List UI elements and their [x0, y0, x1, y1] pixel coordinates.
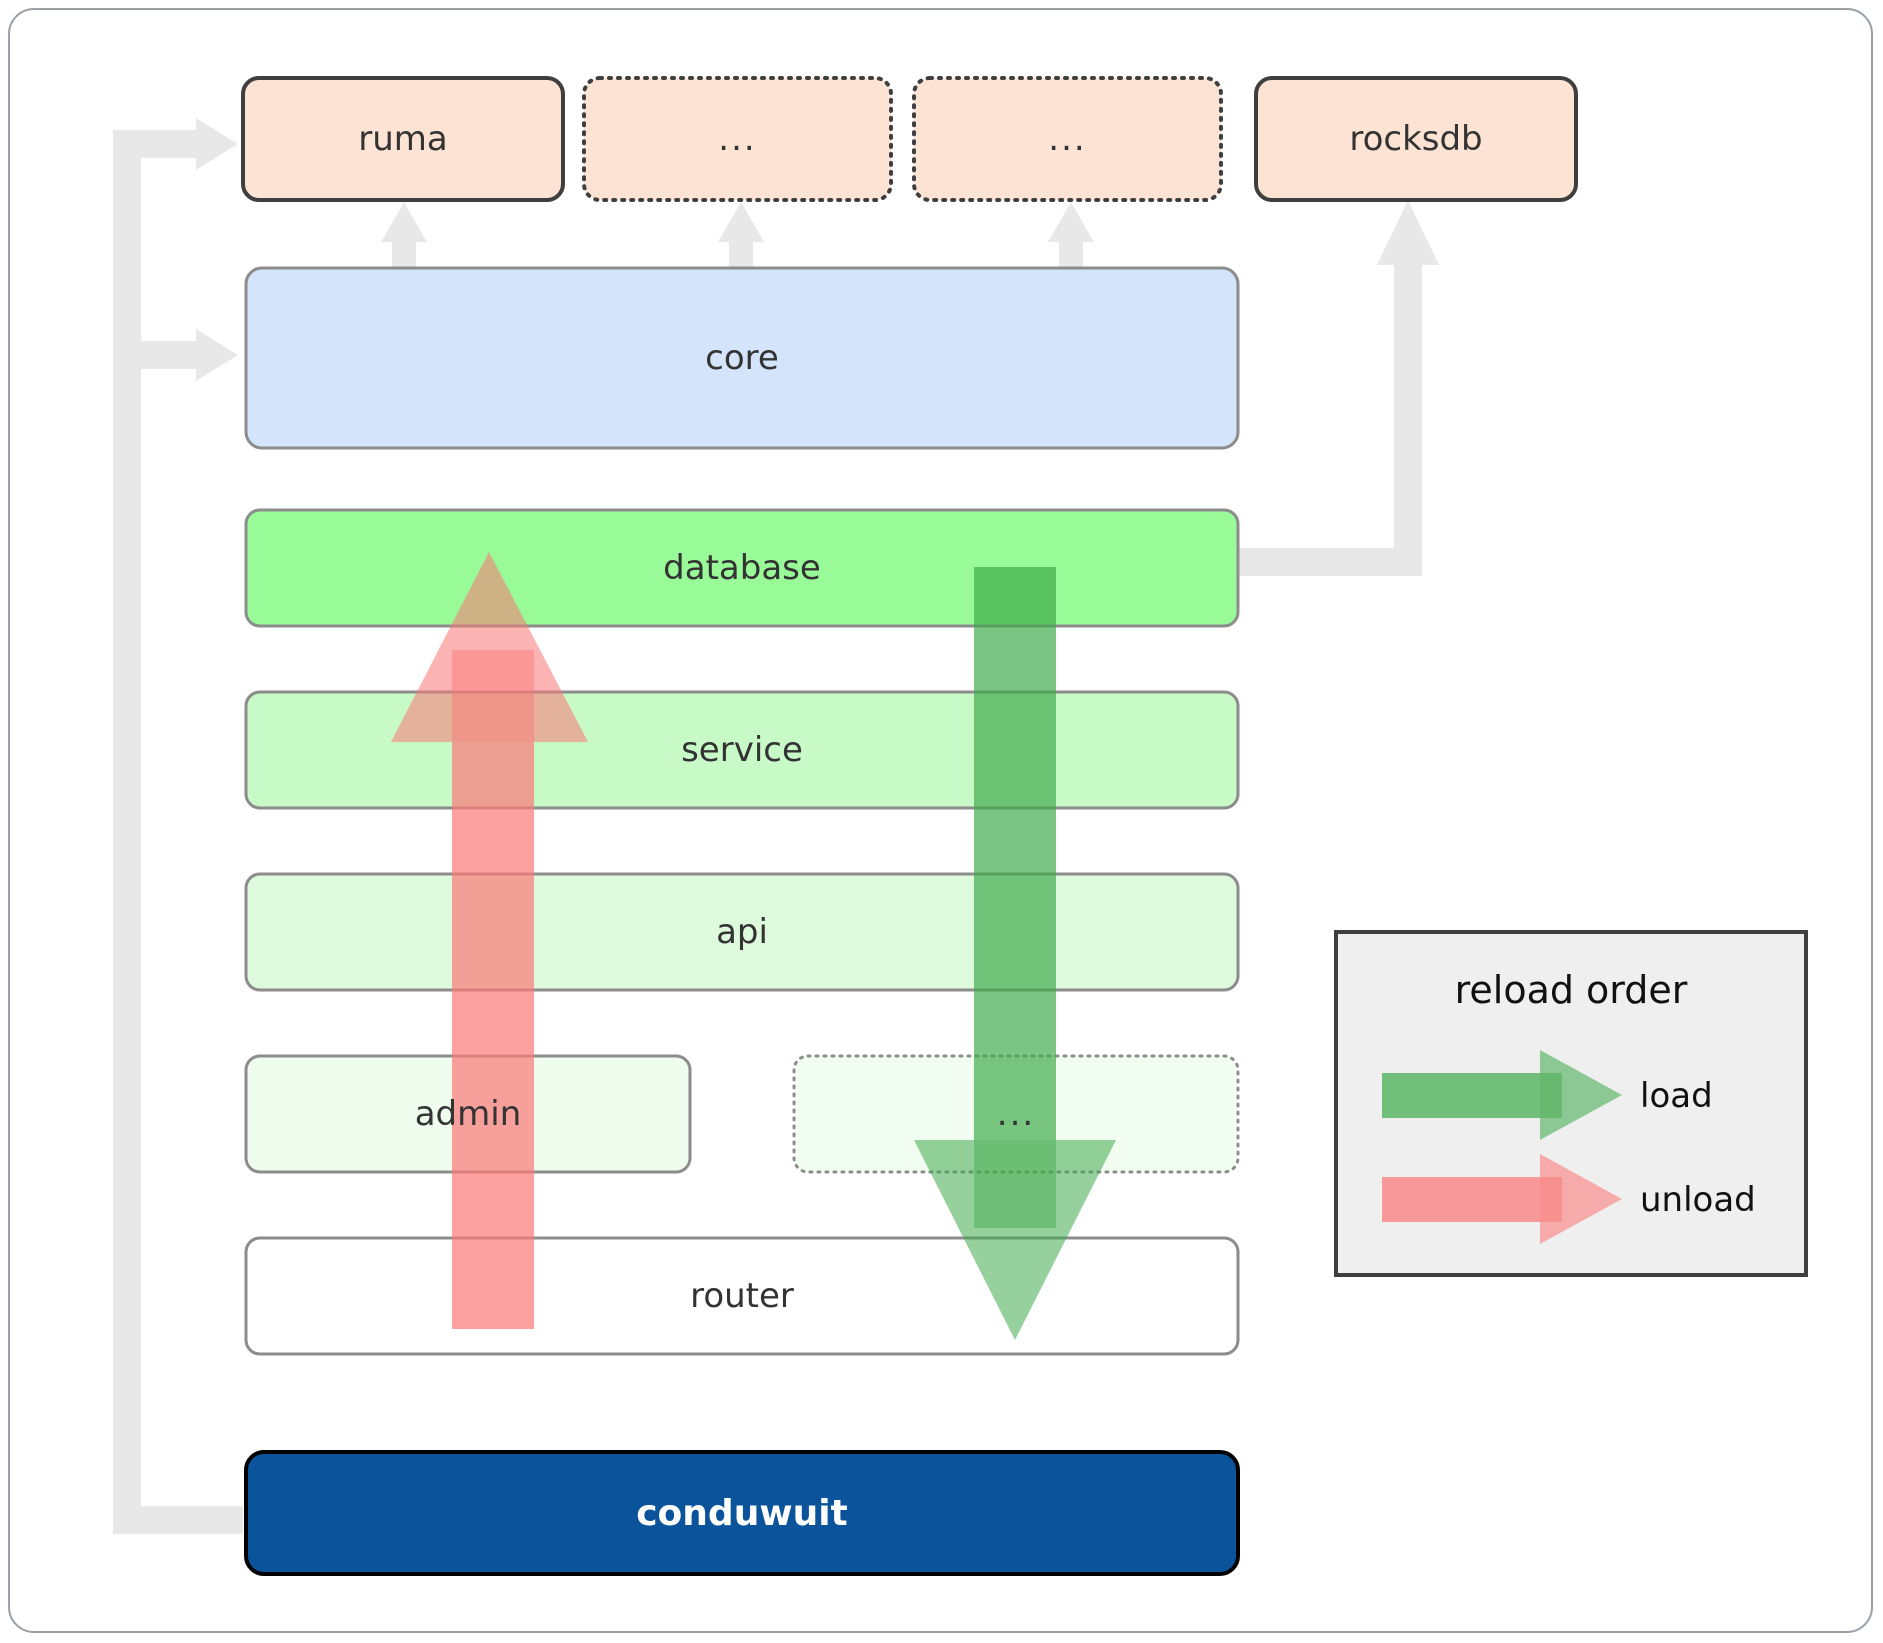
connector-conduwuit-stub — [113, 1506, 243, 1534]
node-ruma[interactable] — [241, 76, 565, 202]
connector-to-core — [113, 329, 238, 381]
legend-load-arrow-icon — [1382, 1050, 1622, 1140]
node-ext-dots-2[interactable] — [912, 76, 1223, 202]
legend-unload-arrow-icon — [1382, 1154, 1622, 1244]
node-conduwuit[interactable] — [244, 1450, 1240, 1576]
node-core[interactable] — [244, 266, 1240, 450]
node-rocksdb[interactable] — [1254, 76, 1578, 202]
flow-unload-arrow — [391, 552, 588, 1329]
connector-database-to-rocksdb — [1236, 200, 1439, 576]
flow-load-arrow — [914, 567, 1116, 1340]
connector-to-ruma — [113, 118, 238, 170]
node-ext-dots-1[interactable] — [582, 76, 893, 202]
